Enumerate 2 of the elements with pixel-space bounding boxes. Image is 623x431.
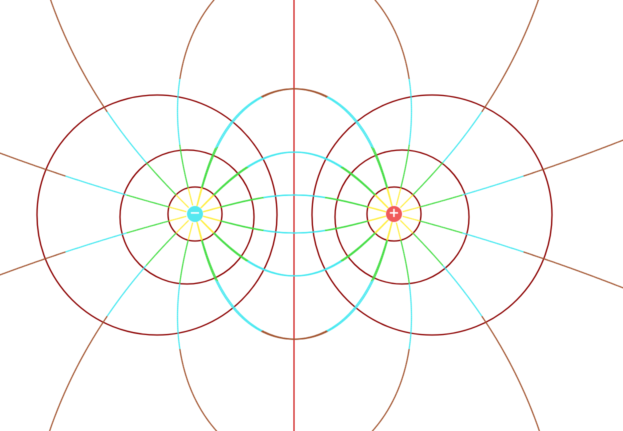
negative-charge: − [187, 206, 203, 222]
positive-charge: + [386, 206, 402, 222]
